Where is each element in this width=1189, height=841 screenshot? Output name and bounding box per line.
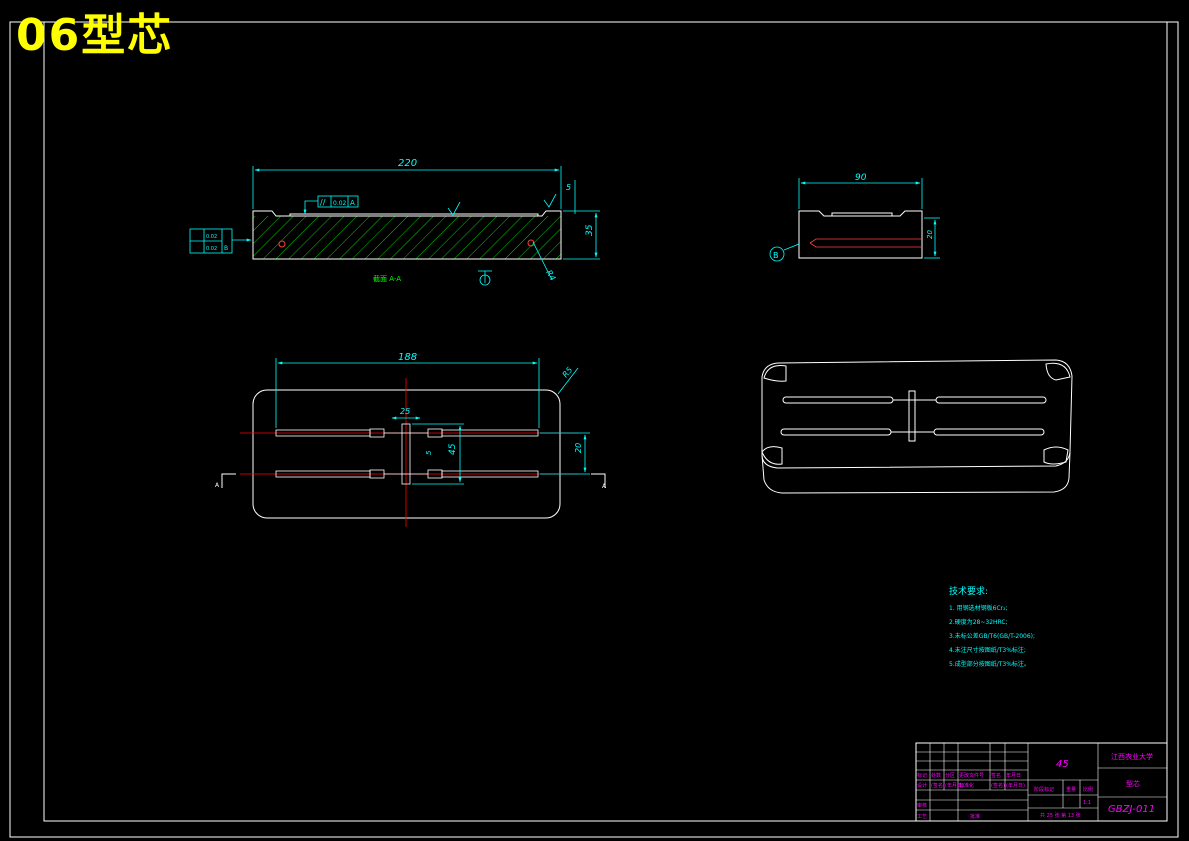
- surface-mark-icon: [447, 201, 461, 216]
- leader-r4: [532, 241, 553, 281]
- tb-approve: 批准: [970, 813, 980, 820]
- tolerance-frame: [317, 195, 359, 208]
- section-cut-right: [591, 473, 606, 488]
- tb-scale: 1:1: [1083, 800, 1091, 806]
- tb-drawing-number: GBZJ-011: [1108, 804, 1155, 815]
- tb-review: 审核: [917, 802, 927, 809]
- section-cut-left: [221, 473, 236, 488]
- dim-text-220: 220: [398, 158, 417, 169]
- leader-r5: [557, 367, 579, 395]
- tb-h2-1: (签名): [931, 782, 945, 789]
- dim-text-side-height: 20: [926, 230, 934, 239]
- front-outline: [252, 210, 562, 260]
- dim-text-188: 188: [398, 352, 417, 363]
- isometric-view: [761, 359, 1073, 494]
- ejector-hole-left: [278, 240, 286, 248]
- tb-h2-0: 设计: [917, 782, 927, 789]
- tb-h2-2: (年月日): [945, 782, 964, 789]
- front-section-view: 220 35 5 R4 // 0.02 A 0.02 0.02 B 截面 A-A: [189, 158, 600, 286]
- main-sprue-channel: [401, 423, 411, 485]
- inner-border: [43, 21, 1168, 822]
- dim-text-r4: R4: [544, 269, 557, 283]
- iso-runner: [933, 428, 1045, 436]
- note-item: 1. 用钢选材钢板6Cr₂;: [949, 605, 1008, 612]
- side-runner: [809, 238, 922, 248]
- left-tolerance-row2: 0.02: [206, 246, 217, 252]
- iso-sprue: [908, 390, 916, 442]
- side-view: 90 20 B: [769, 173, 940, 262]
- tb-h2-3: 标准化: [959, 782, 974, 789]
- iso-top-face: [761, 359, 1073, 469]
- tb-h1-3: 更改文件号: [959, 772, 984, 779]
- iso-runner: [780, 428, 892, 436]
- tb-h1-2: 分区: [945, 772, 955, 779]
- dim-text-35: 35: [585, 224, 595, 236]
- section-marker-left: A: [215, 482, 220, 489]
- page-title: 06型芯: [16, 10, 174, 61]
- iso-corner-boss: [761, 446, 783, 465]
- side-outline: [798, 210, 923, 259]
- iso-corner-boss: [1043, 446, 1069, 465]
- iso-bottom-edge: [761, 451, 1071, 494]
- section-marker-right: A: [602, 483, 607, 490]
- iso-corner-boss: [1045, 362, 1071, 381]
- tb-h1-4: 签名: [991, 772, 1001, 779]
- section-label: 截面 A-A: [373, 274, 401, 283]
- datum-b-leader: [783, 243, 800, 251]
- tb-h2-5: (年月日): [1006, 782, 1025, 789]
- iso-corner-boss: [763, 365, 787, 382]
- surface-mark-icon: [543, 193, 557, 208]
- tb-h2-4: (签名): [991, 782, 1005, 789]
- left-tolerance-row1: 0.02: [206, 234, 217, 240]
- tolerance-leader: [303, 200, 318, 215]
- left-tolerance-datum: B: [224, 245, 228, 252]
- top-view: 188 R5 25 45 5 20 A A: [215, 352, 607, 527]
- datum-b-label: B: [773, 251, 779, 260]
- tolerance-value: 0.02: [333, 200, 347, 207]
- datum-symbol-icon: [478, 270, 492, 286]
- iso-runner: [782, 396, 894, 404]
- note-item: 5.成型部分按图纸/T3%标注。: [949, 661, 1030, 668]
- ejector-hole-right: [527, 239, 535, 247]
- technical-notes: 技术要求: 1. 用钢选材钢板6Cr₂; 2.硬度为28~32HRC; 3.未标…: [949, 584, 1035, 672]
- tolerance-symbol: //: [320, 198, 326, 207]
- tb-col-scale: 比例: [1083, 786, 1093, 793]
- tb-part-name: 型芯: [1126, 779, 1140, 788]
- tb-material: 45: [1056, 759, 1069, 770]
- notes-heading: 技术要求:: [949, 587, 989, 597]
- dim-text-5: 5: [566, 183, 571, 192]
- tb-h1-1: 处数: [931, 772, 941, 779]
- tolerance-datum: A: [350, 199, 355, 207]
- dim-text-small: 5: [425, 450, 433, 455]
- note-item: 3.未标公差GB/T6(GB/T-2006);: [949, 633, 1036, 640]
- tb-sheet-info: 共 25 张 第 13 张: [1040, 812, 1081, 819]
- title-block: 标记 处数 分区 更改文件号 签名 年月日 设计 (签名) (年月日) 标准化 …: [915, 742, 1168, 822]
- tb-col-weight: 重量: [1066, 786, 1076, 793]
- top-outline: [252, 389, 561, 519]
- tb-col-stage: 阶段标记: [1034, 786, 1054, 793]
- note-item: 4.未注尺寸按图纸/T3%标注;: [949, 647, 1026, 654]
- tb-process: 工艺: [917, 814, 927, 820]
- section-hatch: [253, 216, 561, 259]
- dim-text-90: 90: [855, 173, 867, 183]
- iso-runner: [935, 396, 1047, 404]
- note-item: 2.硬度为28~32HRC;: [949, 619, 1008, 626]
- dim-text-25: 25: [400, 407, 410, 416]
- tb-school: 江西农业大学: [1111, 752, 1153, 761]
- dim-text-20: 20: [574, 443, 583, 453]
- tb-h1-5: 年月日: [1006, 772, 1021, 779]
- dim-text-45: 45: [448, 443, 458, 455]
- datum-b-circle: [769, 246, 785, 262]
- tb-h1-0: 标记: [917, 772, 927, 779]
- dim-text-r5: R5: [561, 365, 575, 379]
